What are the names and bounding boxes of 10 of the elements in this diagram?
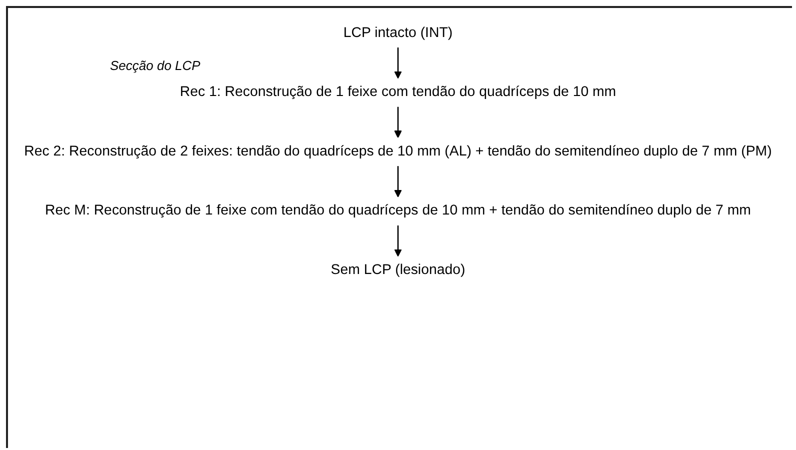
arrow [394,166,402,198]
node-text: LCP intacto (INT) [343,25,453,40]
arrow [394,225,402,257]
arrow [394,47,402,79]
node-text: Rec 1: Reconstrução de 1 feixe com tendão do quadríceps de 10 mm [180,84,616,100]
node-text: Sem LCP (lesionado) [330,262,466,278]
node-text: Rec M: Reconstrução de 1 feixe com tendão do quadríceps de 10 mm + tendão do semitendíneo duplo de 7 mm [45,203,751,218]
node-text: Rec 2: Reconstrução de 2 feixes: tendão do quadríceps de 10 mm (AL) + tendão do semitendíneo duplo de 7 mm (PM) [24,144,772,159]
arrow [394,106,402,138]
note-text: Secção do LCP [110,58,200,73]
